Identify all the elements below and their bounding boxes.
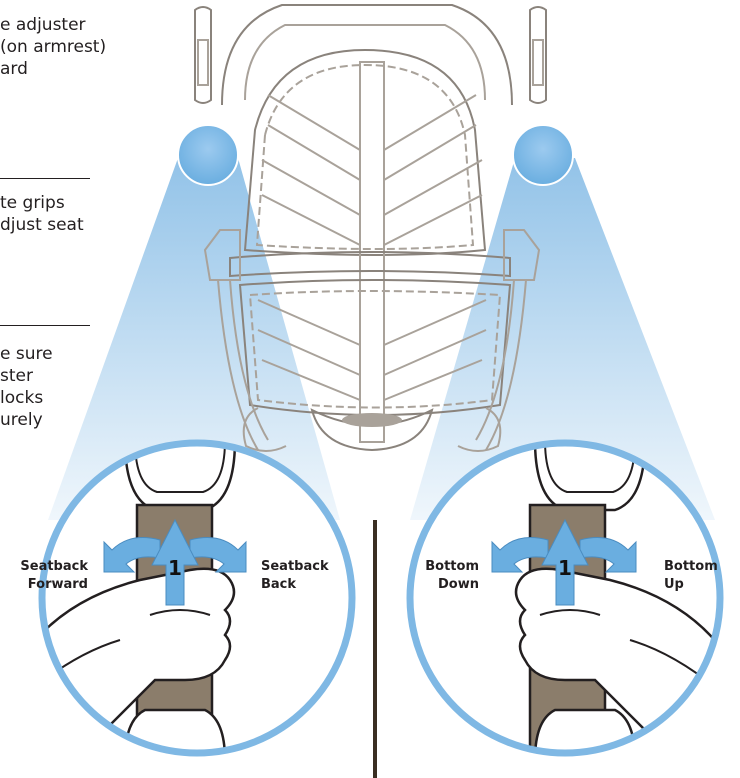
right-label-up-1: Bottom bbox=[664, 559, 718, 574]
left-label-forward-1: Seatback bbox=[20, 559, 88, 574]
right-label-down-2: Down bbox=[438, 577, 479, 592]
left-label-forward-2: Forward bbox=[28, 577, 88, 592]
right-adjuster-highlight bbox=[513, 125, 573, 185]
right-label-down-1: Bottom bbox=[425, 559, 479, 574]
left-detail-circle: 1 Seatback Forward Seatback Back bbox=[0, 440, 352, 778]
left-label-back-2: Back bbox=[261, 577, 296, 592]
left-label-back-1: Seatback bbox=[261, 559, 329, 574]
right-step-number: 1 bbox=[558, 556, 572, 580]
left-step-number: 1 bbox=[168, 556, 182, 580]
right-label-up-2: Up bbox=[664, 577, 684, 592]
wheelchair-seat bbox=[195, 5, 546, 451]
left-adjuster-highlight bbox=[178, 125, 238, 185]
